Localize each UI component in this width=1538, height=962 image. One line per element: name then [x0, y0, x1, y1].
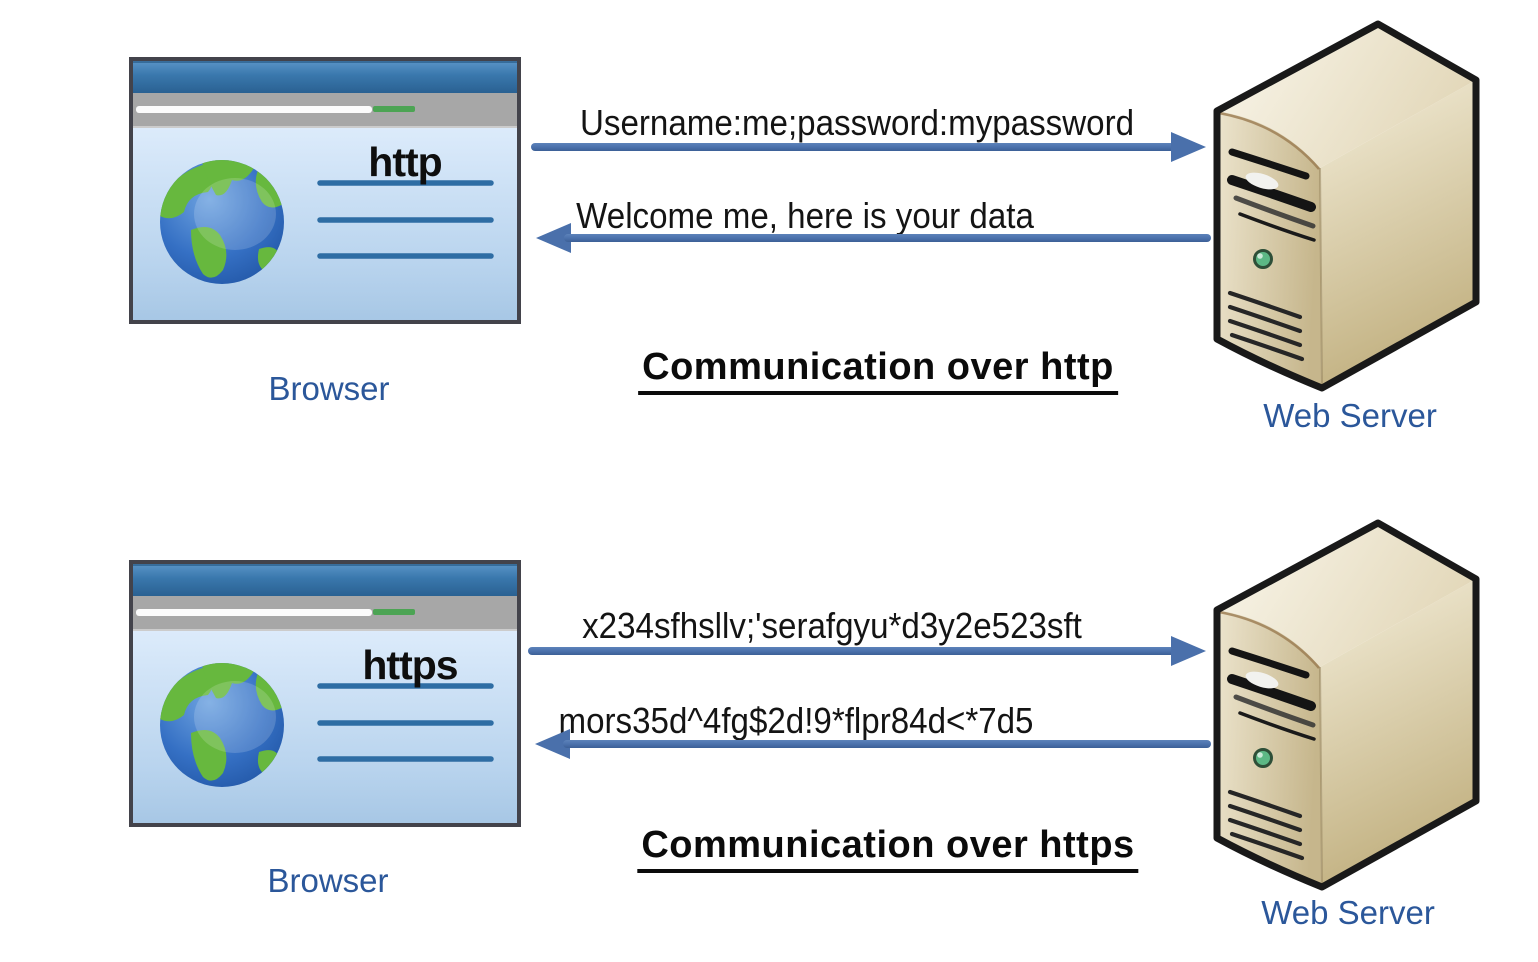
server-icon [1210, 16, 1482, 396]
arrow-shaft [528, 647, 1178, 655]
web-server-label: Web Server [1263, 397, 1437, 434]
https-request-arrow [528, 636, 1206, 666]
https-response-message: mors35d^4fg$2d!9*flpr84d<*7d5 [558, 700, 1034, 741]
arrow-shaft [564, 234, 1211, 242]
arrow-shaft [563, 740, 1211, 748]
http-request-arrow [531, 132, 1206, 162]
https-request-message: x234sfhsllv;'serafgyu*d3y2e523sft [582, 605, 1082, 646]
https-response-arrow [535, 729, 1211, 759]
http-request-message: Username:me;password:mypassword [579, 102, 1135, 143]
protocol-label: http [368, 139, 441, 185]
arrowhead-right-icon [1171, 132, 1206, 162]
http-response-message: Welcome me, here is your data [576, 195, 1034, 236]
arrow-shaft [531, 143, 1178, 151]
https-section-title: Communication over https [637, 824, 1139, 873]
browser-icon: http [129, 57, 521, 324]
web-server-label: Web Server [1261, 894, 1435, 931]
http-section-title: Communication over http [638, 346, 1118, 395]
browser-label: Browser [267, 862, 389, 899]
server-icon [1210, 515, 1482, 895]
browser-label: Browser [268, 370, 390, 407]
browser-icon: https [129, 560, 521, 827]
protocol-label: https [362, 642, 457, 688]
arrowhead-right-icon [1171, 636, 1206, 666]
http-response-arrow [536, 223, 1211, 253]
